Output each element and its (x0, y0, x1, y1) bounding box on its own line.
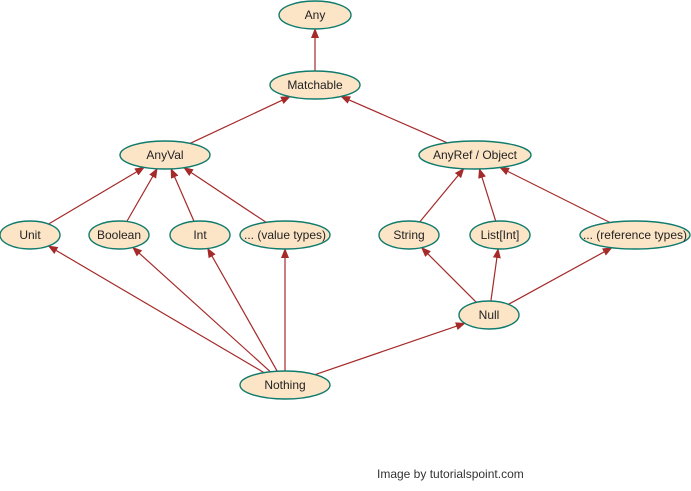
node-reftypes-shape (579, 220, 691, 250)
node-any: Any (278, 0, 352, 30)
edge-int-to-anyval (170, 167, 195, 222)
node-int: Int (169, 220, 231, 250)
node-reftypes-label: ... (reference types) (583, 228, 687, 242)
edge-nothing-to-null (315, 322, 466, 376)
edge-valuetypes-to-anyval (183, 167, 267, 223)
node-boolean: Boolean (88, 220, 150, 250)
edge-string-to-anyref (419, 167, 465, 223)
node-unit-label: Unit (19, 228, 41, 242)
node-matchable-shape (269, 70, 361, 100)
node-any-label: Any (305, 8, 326, 22)
node-anyref: AnyRef / Object (418, 140, 532, 170)
node-string-shape (378, 220, 440, 250)
edge-nothing-to-unit (47, 245, 265, 374)
edge-null-to-reftypes (508, 247, 613, 305)
node-boolean-shape (88, 220, 150, 250)
node-matchable-label: Matchable (287, 78, 343, 92)
node-string: String (378, 220, 440, 250)
edge-anyref-to-matchable (340, 95, 448, 144)
node-any-shape (278, 0, 352, 30)
edge-null-to-listint (490, 248, 501, 302)
node-nothing-label: Nothing (264, 378, 305, 392)
node-null: Null (458, 300, 520, 330)
node-matchable: Matchable (269, 70, 361, 100)
edge-null-to-string (420, 246, 477, 303)
node-unit-shape (0, 220, 61, 250)
node-valuetypes-label: ... (value types) (244, 228, 326, 242)
node-unit: Unit (0, 220, 61, 250)
node-int-label: Int (193, 228, 207, 242)
node-listint-label: List[Int] (481, 228, 520, 242)
image-credit: Image by tutorialspoint.com (377, 467, 524, 481)
node-listint: List[Int] (469, 220, 531, 250)
edge-boolean-to-anyval (126, 167, 158, 222)
node-valuetypes-shape (239, 220, 331, 250)
node-anyval-shape (119, 140, 211, 170)
node-anyref-label: AnyRef / Object (433, 148, 518, 162)
node-listint-shape (469, 220, 531, 250)
edge-nothing-to-int (207, 247, 278, 372)
edge-unit-to-anyval (48, 166, 145, 225)
node-anyval-label: AnyVal (146, 148, 183, 162)
edge-listint-to-anyref (478, 168, 497, 222)
edge-nothing-to-boolean (132, 246, 271, 373)
node-null-shape (458, 300, 520, 330)
node-valuetypes: ... (value types) (239, 220, 331, 250)
edge-reftypes-to-anyref (499, 166, 611, 224)
node-anyref-shape (418, 140, 532, 170)
node-string-label: String (393, 228, 424, 242)
node-nothing-shape (239, 370, 331, 400)
node-int-shape (169, 220, 231, 250)
node-null-label: Null (479, 308, 500, 322)
node-boolean-label: Boolean (97, 228, 141, 242)
node-nothing: Nothing (239, 370, 331, 400)
edges-group (47, 28, 613, 376)
edge-anyval-to-matchable (189, 96, 291, 144)
node-anyval: AnyVal (119, 140, 211, 170)
node-reftypes: ... (reference types) (579, 220, 691, 250)
